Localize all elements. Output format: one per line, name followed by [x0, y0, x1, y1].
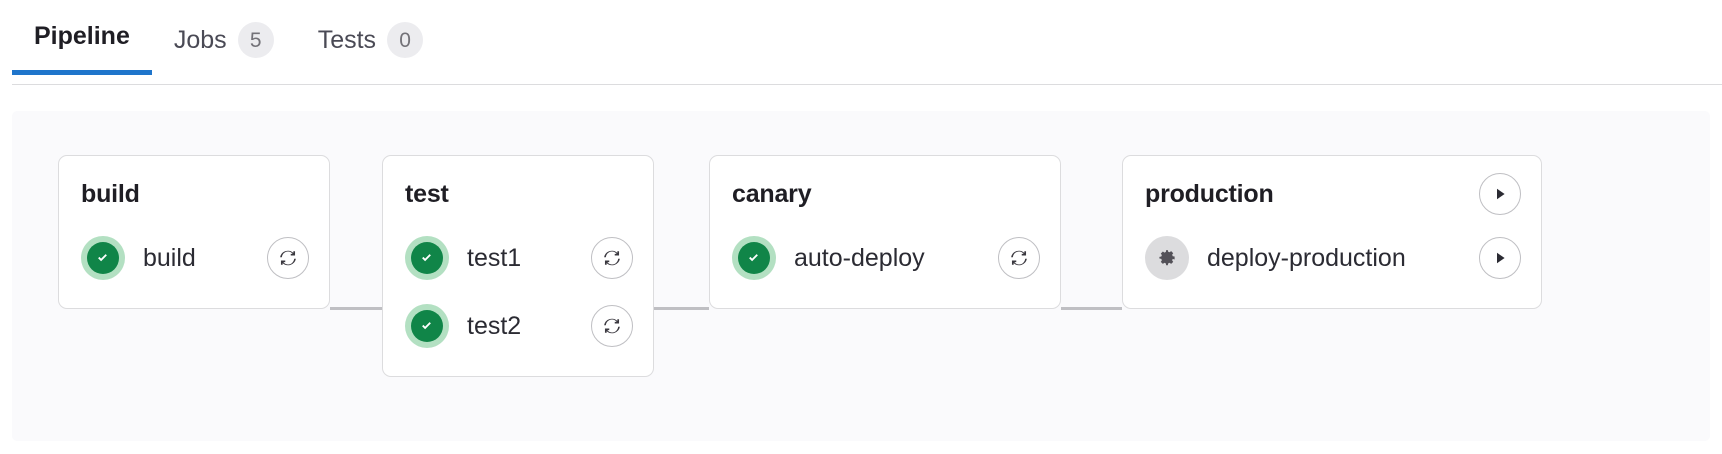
pipeline-stage-production: production deploy-production — [1122, 155, 1542, 309]
job-row-build[interactable]: build — [59, 224, 329, 292]
stage-connector-line — [330, 307, 382, 310]
retry-icon — [600, 246, 624, 270]
stage-title: build — [81, 179, 140, 208]
tab-count-badge: 5 — [237, 22, 274, 58]
job-name-label[interactable]: test1 — [467, 243, 522, 272]
stage-header: production — [1123, 172, 1541, 216]
stage-connector-line — [1061, 307, 1122, 310]
stage-title: canary — [732, 179, 812, 208]
job-name-label[interactable]: auto-deploy — [794, 243, 925, 272]
pipeline-tab-bar: Pipeline Jobs 5 Tests 0 — [0, 0, 1722, 90]
job-row-test1[interactable]: test1 — [383, 224, 653, 292]
stage-header: test — [383, 172, 653, 216]
job-name-label[interactable]: build — [143, 243, 196, 272]
job-status-check-circle-icon — [81, 236, 125, 280]
tab-label: Pipeline — [34, 22, 130, 50]
stage-connector-line — [654, 307, 709, 310]
job-status-check-circle-icon — [405, 236, 449, 280]
tab-label: Jobs — [173, 25, 227, 54]
job-row-test2[interactable]: test2 — [383, 292, 653, 360]
job-retry-button[interactable] — [998, 237, 1040, 279]
job-status-gear-icon — [1145, 236, 1189, 280]
play-icon — [1490, 184, 1510, 204]
job-name-label[interactable]: test2 — [467, 311, 522, 340]
tab-tests[interactable]: Tests 0 — [296, 0, 445, 82]
job-status-check-circle-icon — [405, 304, 449, 348]
stage-title: production — [1145, 179, 1274, 208]
pipeline-stage-build: build build — [58, 155, 330, 309]
job-play-button[interactable] — [1479, 237, 1521, 279]
stage-job-list: deploy-production — [1123, 216, 1541, 292]
retry-icon — [600, 314, 624, 338]
pipeline-stage-canary: canary auto-deploy — [709, 155, 1061, 309]
tab-label: Tests — [317, 25, 377, 54]
stage-title: test — [405, 179, 449, 208]
job-retry-button[interactable] — [591, 305, 633, 347]
pipeline-graph-canvas: build build test test1 test2 canary auto-deplo… — [12, 111, 1710, 441]
pipeline-stage-test: test test1 test2 — [382, 155, 654, 377]
retry-icon — [1007, 246, 1031, 270]
job-row-auto-deploy[interactable]: auto-deploy — [710, 224, 1060, 292]
pipeline-graph: build build test test1 test2 canary auto-deplo… — [12, 111, 1710, 441]
retry-icon — [276, 246, 300, 270]
tab-pipeline[interactable]: Pipeline — [12, 0, 152, 75]
job-row-deploy-production[interactable]: deploy-production — [1123, 224, 1541, 292]
stage-job-list: test1 test2 — [383, 216, 653, 360]
stage-header: canary — [710, 172, 1060, 216]
job-name-label[interactable]: deploy-production — [1207, 243, 1406, 272]
job-retry-button[interactable] — [591, 237, 633, 279]
stage-job-list: build — [59, 216, 329, 292]
play-icon — [1490, 248, 1510, 268]
job-status-check-circle-icon — [732, 236, 776, 280]
job-retry-button[interactable] — [267, 237, 309, 279]
stage-job-list: auto-deploy — [710, 216, 1060, 292]
tab-jobs[interactable]: Jobs 5 — [152, 0, 296, 82]
tab-count-badge: 0 — [387, 22, 424, 58]
stage-header: build — [59, 172, 329, 216]
stage-play-all-button[interactable] — [1479, 173, 1521, 215]
